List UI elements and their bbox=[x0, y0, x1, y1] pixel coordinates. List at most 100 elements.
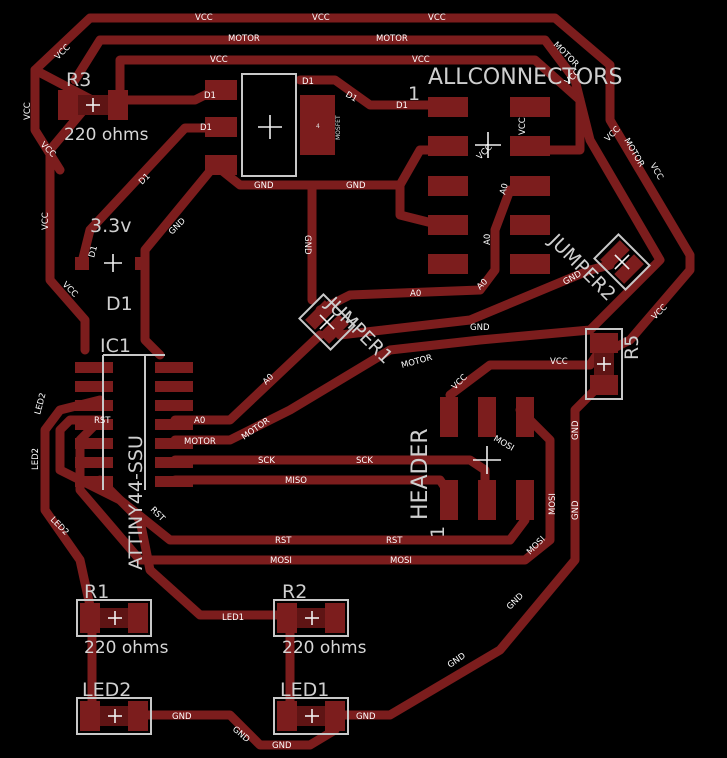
net-label-a0: A0 bbox=[498, 182, 511, 195]
trace-gnd-top bbox=[210, 145, 445, 190]
net-label-a0: A0 bbox=[194, 416, 205, 426]
net-label-rst: RST bbox=[94, 416, 111, 426]
ic1-value: ATTINY44-SSU bbox=[125, 435, 147, 570]
jumper-jumper1[interactable] bbox=[298, 293, 356, 351]
d1pkg-pad-3 bbox=[205, 155, 237, 175]
trace-r3-d1 bbox=[115, 85, 220, 105]
r1-value: 220 ohms bbox=[84, 638, 169, 658]
net-label-motor: MOTOR bbox=[376, 34, 408, 44]
net-label-motor: MOTOR bbox=[184, 437, 216, 447]
net-label-miso: MISO bbox=[285, 476, 307, 486]
mosfet-name: MOSFET bbox=[335, 115, 342, 140]
net-label-vcc: VCC bbox=[412, 55, 430, 65]
d1pkg-pad-2 bbox=[205, 117, 237, 137]
r3-pad-2 bbox=[108, 90, 128, 120]
net-label-vcc: VCC bbox=[428, 13, 446, 23]
trace-d1 bbox=[77, 123, 220, 267]
net-label-d1: D1 bbox=[302, 77, 314, 87]
net-label-d1: D1 bbox=[200, 123, 212, 133]
trace-gnd-d1 bbox=[140, 160, 220, 360]
net-label-gnd: GND bbox=[571, 420, 581, 440]
net-label-led2: LED2 bbox=[31, 448, 41, 470]
net-label-gnd: GND bbox=[272, 741, 292, 751]
r1-name: R1 bbox=[84, 581, 109, 603]
connector-header[interactable]: HEADER 1 bbox=[408, 397, 534, 538]
net-label-motor: MOTOR bbox=[400, 353, 433, 371]
net-label-motor: MOTOR bbox=[228, 34, 260, 44]
led-led1[interactable]: LED1 bbox=[273, 679, 349, 735]
trace-d1-mosfet bbox=[295, 75, 445, 110]
trace-a0-conn bbox=[395, 180, 445, 230]
net-label-rst: RST bbox=[386, 536, 403, 546]
net-label-rst: RST bbox=[275, 536, 292, 546]
net-label-vcc: VCC bbox=[23, 102, 33, 120]
net-label-a0: A0 bbox=[410, 289, 421, 299]
net-label-d1: D1 bbox=[204, 91, 216, 101]
net-label-gnd: GND bbox=[470, 323, 490, 333]
r3-name: R3 bbox=[66, 69, 91, 91]
resistor-r2[interactable]: R2 220 ohms bbox=[273, 581, 367, 658]
led2-name: LED2 bbox=[82, 679, 131, 701]
net-label-gnd: GND bbox=[172, 712, 192, 722]
net-label-gnd: GND bbox=[302, 235, 312, 255]
allconnectors-name: ALLCONNECTORS bbox=[428, 65, 622, 90]
trace-vcc-left bbox=[45, 95, 97, 355]
net-label-vcc: VCC bbox=[312, 13, 330, 23]
net-label-d1: D1 bbox=[87, 245, 100, 259]
connector-allconnectors[interactable]: ALLCONNECTORS 1 bbox=[408, 65, 622, 274]
d1-value: 3.3v bbox=[90, 215, 131, 237]
net-label-sck: SCK bbox=[356, 456, 373, 466]
net-label-vcc: VCC bbox=[41, 212, 51, 230]
diode-d1-package[interactable]: 4 MOSFET bbox=[205, 73, 342, 177]
trace-vcc-top bbox=[30, 13, 695, 355]
net-label-led2: LED2 bbox=[33, 392, 48, 416]
resistor-r1[interactable]: R1 220 ohms bbox=[76, 581, 169, 658]
net-label-gnd: GND bbox=[254, 181, 274, 191]
trace-gnd-bottom bbox=[135, 710, 340, 750]
net-label-gnd: GND bbox=[571, 500, 581, 520]
r5-name: R5 bbox=[621, 335, 643, 360]
ic-ic1[interactable]: IC1 ATTINY44-SSU bbox=[75, 335, 193, 570]
d1pkg-pad-1 bbox=[205, 80, 237, 100]
net-label-vcc: VCC bbox=[195, 13, 213, 23]
r3-pad-1 bbox=[58, 90, 78, 120]
net-label-vcc: VCC bbox=[210, 55, 228, 65]
net-label-mosi: MOSI bbox=[548, 493, 558, 515]
d1-name: D1 bbox=[106, 293, 133, 315]
net-label-vcc: VCC bbox=[450, 372, 470, 392]
led-led2[interactable]: LED2 bbox=[76, 679, 152, 735]
jumper-jumper2[interactable] bbox=[593, 233, 651, 291]
trace-vcc-inner bbox=[115, 55, 585, 155]
led1-name: LED1 bbox=[280, 679, 329, 701]
net-label-vcc: VCC bbox=[550, 357, 568, 367]
net-label-d1: D1 bbox=[396, 101, 408, 111]
trace-gnd-right bbox=[315, 380, 605, 720]
net-label-led1: LED1 bbox=[222, 613, 244, 623]
resistor-r5[interactable]: R5 bbox=[585, 328, 643, 400]
mosfet-pin: 4 bbox=[316, 123, 320, 130]
r2-name: R2 bbox=[282, 581, 307, 603]
net-label-gnd: GND bbox=[356, 712, 376, 722]
resistor-r3[interactable]: R3 220 ohms bbox=[58, 69, 149, 145]
copper-traces bbox=[30, 13, 695, 750]
trace-vcc-header bbox=[445, 345, 605, 400]
net-label-mosi: MOSI bbox=[492, 434, 516, 454]
trace-gnd-jumper2 bbox=[335, 260, 615, 340]
r3-value: 220 ohms bbox=[64, 125, 149, 145]
d1pkg-outline bbox=[241, 73, 297, 177]
net-label-vcc: VCC bbox=[518, 117, 528, 135]
net-label-gnd: GND bbox=[505, 591, 526, 612]
header-pin1: 1 bbox=[427, 526, 449, 538]
trace-a0-ic bbox=[170, 330, 325, 425]
diode-d1[interactable]: 3.3v D1 bbox=[75, 215, 149, 315]
net-label-gnd: GND bbox=[346, 181, 366, 191]
trace-led2 bbox=[40, 395, 105, 620]
trace-vcc-mid bbox=[30, 65, 65, 175]
r2-value: 220 ohms bbox=[282, 638, 367, 658]
net-label-vcc: VCC bbox=[650, 302, 670, 322]
net-label-a0: A0 bbox=[483, 234, 493, 245]
trace-a0-right bbox=[315, 185, 515, 315]
allconnectors-pin1: 1 bbox=[408, 83, 420, 105]
net-label-sck: SCK bbox=[258, 456, 275, 466]
